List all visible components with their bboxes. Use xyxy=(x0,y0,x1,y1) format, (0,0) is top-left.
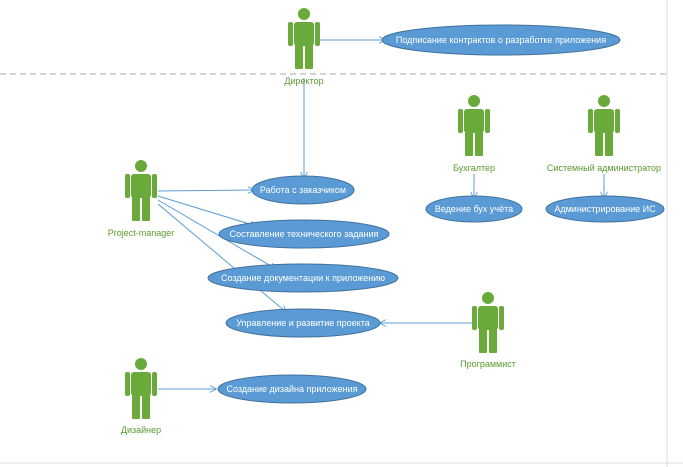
actor-figure-part xyxy=(482,292,494,304)
actor-figure-part xyxy=(594,109,614,133)
actor-figure-part xyxy=(135,160,147,172)
actor-figure-part xyxy=(135,358,147,370)
use-case-spec[interactable]: Составление технического задания xyxy=(218,219,390,249)
actor-figure-part xyxy=(295,45,303,69)
actor-figure-part xyxy=(598,95,610,107)
assoc-pm-docs xyxy=(157,199,276,269)
actor-figure-part xyxy=(468,95,480,107)
actor-sysadmin[interactable]: Системный администратор xyxy=(547,95,661,173)
actor-figure-part xyxy=(464,109,484,133)
use-case-admin[interactable]: Администрирование ИС xyxy=(545,195,665,223)
actor-figure-part xyxy=(479,329,487,353)
actor-figure-part xyxy=(294,22,314,46)
actor-figure-part xyxy=(475,132,483,156)
use-case-design[interactable]: Создание дизайна приложения xyxy=(217,374,367,404)
actor-figure-part xyxy=(132,395,140,419)
actor-figure-part xyxy=(615,109,620,133)
actor-figure-part xyxy=(465,132,473,156)
use-case-contracts[interactable]: Подписание контрактов о разработке прило… xyxy=(381,24,621,56)
actor-figure-part xyxy=(478,306,498,330)
actor-label: Программист xyxy=(460,359,516,369)
actor-accountant[interactable]: Бухгалтер xyxy=(453,95,495,173)
actor-label: Project-manager xyxy=(108,228,175,238)
actor-figure-part xyxy=(489,329,497,353)
actor-figure-part xyxy=(458,109,463,133)
actor-figure-part xyxy=(605,132,613,156)
actor-figure-part xyxy=(125,372,130,396)
use-case-customer[interactable]: Работа с заказчиком xyxy=(251,175,355,205)
actor-label: Дизайнер xyxy=(121,425,161,435)
use-case-label: Администрирование ИС xyxy=(554,204,656,214)
use-case-label: Составление технического задания xyxy=(230,229,379,239)
actor-figure-part xyxy=(131,372,151,396)
actor-figure-part xyxy=(152,174,157,198)
actor-figure-part xyxy=(152,372,157,396)
assoc-pm-customer xyxy=(157,190,254,191)
actor-label: Бухгалтер xyxy=(453,163,495,173)
actor-figure-part xyxy=(595,132,603,156)
actor-figure-part xyxy=(472,306,477,330)
actor-figure-part xyxy=(142,197,150,221)
assoc-pm-spec xyxy=(157,195,256,226)
actor-figure-part xyxy=(305,45,313,69)
use-case-label: Создание документации к приложению xyxy=(221,273,385,283)
use-case-label: Работа с заказчиком xyxy=(260,185,346,195)
actor-figure-part xyxy=(588,109,593,133)
associations xyxy=(157,40,604,389)
actor-programmer[interactable]: Программист xyxy=(460,292,516,369)
actor-figure-part xyxy=(485,109,490,133)
actor-label: Системный администратор xyxy=(547,163,661,173)
actor-label: Директор xyxy=(284,76,323,86)
actor-figure-part xyxy=(288,22,293,46)
use-case-docs[interactable]: Создание документации к приложению xyxy=(207,263,399,293)
use-case-label: Создание дизайна приложения xyxy=(226,384,357,394)
assoc-pm-manage xyxy=(157,203,286,312)
actor-figure-part xyxy=(131,174,151,198)
actor-figure-part xyxy=(315,22,320,46)
use-case-label: Управление и развитие проекта xyxy=(236,318,370,328)
actor-figure-part xyxy=(132,197,140,221)
actor-figure-part xyxy=(499,306,504,330)
actor-figure-part xyxy=(142,395,150,419)
actor-pm[interactable]: Project-manager xyxy=(108,160,175,238)
actor-figure-part xyxy=(125,174,130,198)
use-case-manage[interactable]: Управление и развитие проекта xyxy=(225,308,381,338)
use-case-label: Ведение бух учёта xyxy=(435,204,513,214)
actor-figure-part xyxy=(298,8,310,20)
use-case-accounting[interactable]: Ведение бух учёта xyxy=(425,195,523,223)
actor-director[interactable]: Директор xyxy=(284,8,324,86)
use-case-label: Подписание контрактов о разработке прило… xyxy=(396,35,606,45)
actor-designer[interactable]: Дизайнер xyxy=(121,358,161,435)
